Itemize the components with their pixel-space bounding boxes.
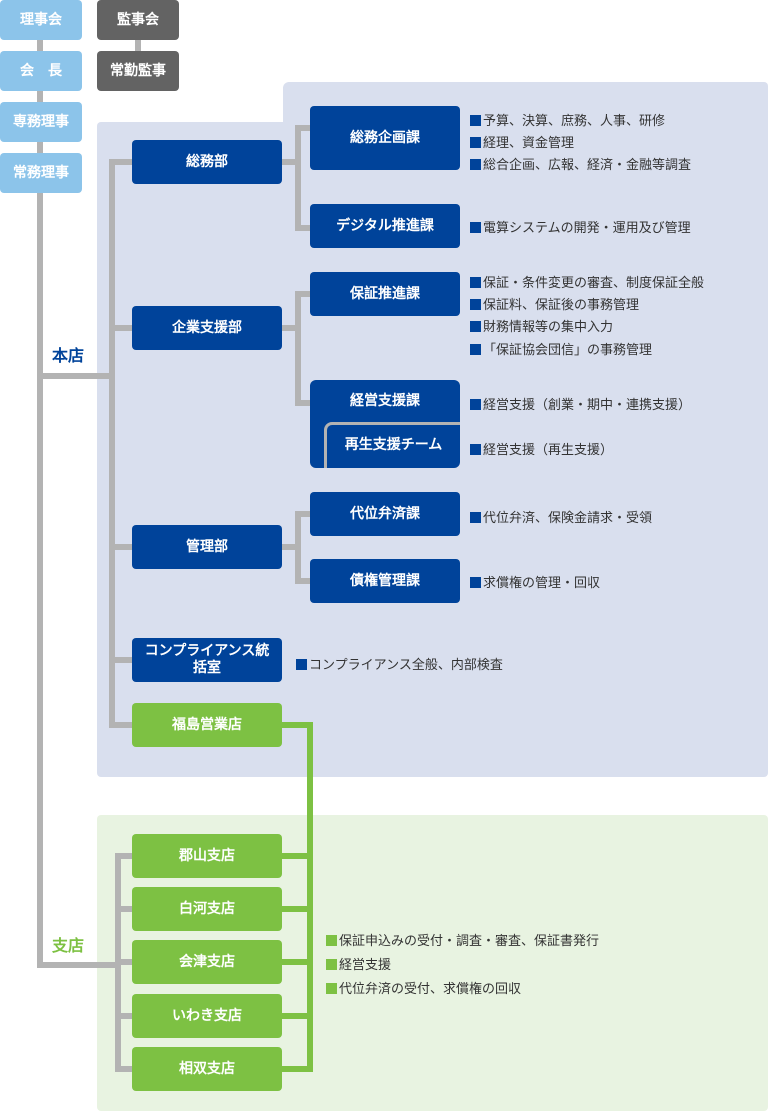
duty: 予算、決算、庶務、人事、研修 <box>470 110 665 129</box>
section-digital: デジタル推進課 <box>310 204 460 248</box>
section-claims-management: 債権管理課 <box>310 559 460 603</box>
duty: コンプライアンス全般、内部検査 <box>296 654 503 673</box>
duty: 保証料、保証後の事務管理 <box>470 294 639 313</box>
dept-general-affairs: 総務部 <box>132 140 282 184</box>
branch-shirakawa: 白河支店 <box>132 887 282 931</box>
board-of-auditors: 監事会 <box>97 0 179 40</box>
honten-label: 本店 <box>52 346 85 365</box>
duty: 総合企画、広報、経済・金融等調査 <box>470 154 691 173</box>
managing-director: 常務理事 <box>0 153 82 193</box>
section-subrogation: 代位弁済課 <box>310 492 460 536</box>
branch-duty: 保証申込みの受付・調査・審査、保証書発行 <box>326 930 599 949</box>
duty: 財務情報等の集中入力 <box>470 316 613 335</box>
duty: 経理、資金管理 <box>470 132 574 151</box>
branch-duty: 代位弁済の受付、求償権の回収 <box>326 978 521 997</box>
duty: 保証・条件変更の審査、制度保証全般 <box>470 272 704 291</box>
shiten-label: 支店 <box>52 936 85 955</box>
dept-business-support: 企業支援部 <box>132 306 282 350</box>
section-guarantee-promotion: 保証推進課 <box>310 272 460 316</box>
duty: 「保証協会団信」の事務管理 <box>470 339 652 358</box>
senior-managing-director: 専務理事 <box>0 102 82 142</box>
team-revitalization: 再生支援チーム <box>344 436 443 453</box>
branch-koriyama: 郡山支店 <box>132 834 282 878</box>
duty: 経営支援（再生支援） <box>470 439 613 458</box>
branch-iwaki: いわき支店 <box>132 994 282 1038</box>
chairman: 会 長 <box>0 51 82 91</box>
standing-auditor: 常勤監事 <box>97 51 179 91</box>
duty: 代位弁済、保険金請求・受領 <box>470 507 652 526</box>
branch-soso: 相双支店 <box>132 1047 282 1091</box>
duty: 求償権の管理・回収 <box>470 572 600 591</box>
branch-aizu: 会津支店 <box>132 940 282 984</box>
dept-compliance: コンプライアンス統括室 <box>132 638 282 682</box>
section-general-planning: 総務企画課 <box>310 106 460 170</box>
section-management-support-label: 経営支援課 <box>350 392 420 409</box>
dept-management: 管理部 <box>132 525 282 569</box>
duty: 電算システムの開発・運用及び管理 <box>470 217 691 236</box>
board-of-directors: 理事会 <box>0 0 82 40</box>
branch-duty: 経営支援 <box>326 954 391 973</box>
duty: 経営支援（創業・期中・連携支援） <box>470 394 691 413</box>
fukushima-office: 福島営業店 <box>132 703 282 747</box>
section-management-support: 経営支援課 再生支援チーム <box>310 380 460 468</box>
